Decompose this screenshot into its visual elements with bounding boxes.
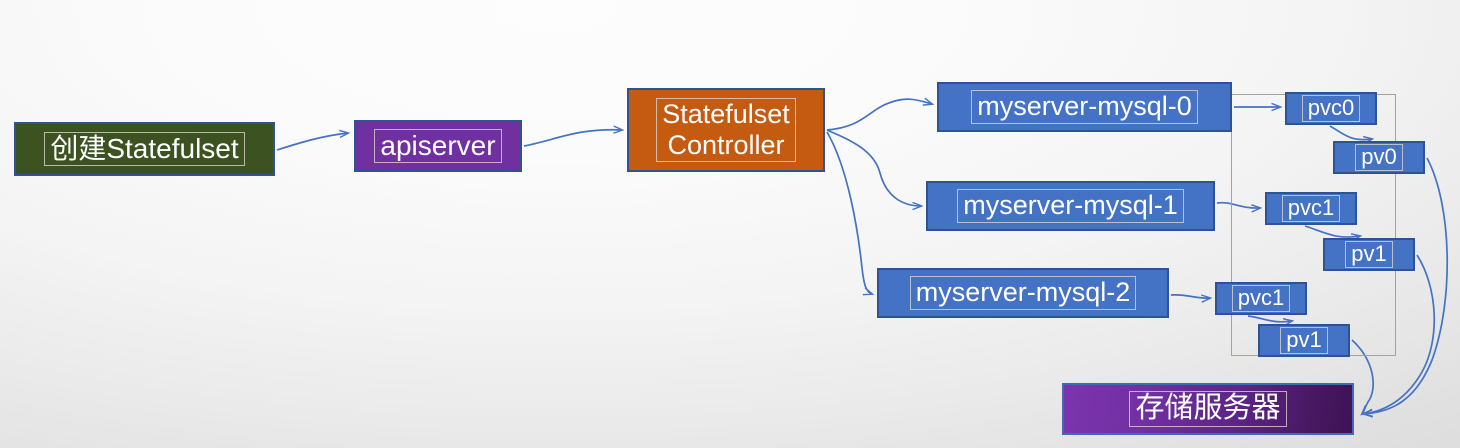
node-label-pv1-b: pv1: [1280, 326, 1328, 355]
node-myserver-mysql-2[interactable]: myserver-mysql-2: [877, 268, 1169, 318]
node-label-storage-server: 存储服务器: [1129, 391, 1287, 427]
edge-apiserver-to-controller: [523, 130, 622, 147]
node-pvc1-b[interactable]: pvc1: [1215, 282, 1307, 315]
node-pv1-b[interactable]: pv1: [1258, 324, 1350, 357]
node-pv0[interactable]: pv0: [1333, 141, 1425, 174]
node-label-pvc0: pvc0: [1301, 94, 1361, 123]
edge-controller-to-mysql0: [826, 99, 932, 131]
node-label-statefulset-controller: Statefulset Controller: [656, 98, 796, 162]
node-storage-server[interactable]: 存储服务器: [1062, 383, 1354, 435]
node-myserver-mysql-0[interactable]: myserver-mysql-0: [937, 82, 1232, 132]
node-label-pv1-a: pv1: [1345, 240, 1393, 269]
edge-create-to-apiserver: [276, 133, 348, 151]
node-pvc1-a[interactable]: pvc1: [1265, 192, 1357, 225]
node-label-myserver-mysql-2: myserver-mysql-2: [909, 276, 1137, 310]
node-pvc0[interactable]: pvc0: [1285, 92, 1377, 125]
node-apiserver[interactable]: apiserver: [354, 120, 522, 172]
node-label-pvc1-a: pvc1: [1281, 194, 1341, 223]
edge-controller-to-mysql1: [826, 129, 921, 206]
node-label-apiserver: apiserver: [374, 128, 502, 164]
node-create-statefulset[interactable]: 创建Statefulset: [14, 122, 275, 176]
node-statefulset-controller[interactable]: Statefulset Controller: [627, 88, 825, 172]
node-myserver-mysql-1[interactable]: myserver-mysql-1: [926, 181, 1215, 231]
node-label-pv0: pv0: [1355, 143, 1403, 172]
node-label-myserver-mysql-1: myserver-mysql-1: [957, 189, 1184, 223]
edge-controller-to-mysql2: [826, 131, 872, 294]
node-label-create-statefulset: 创建Statefulset: [44, 131, 245, 167]
node-pv1-a[interactable]: pv1: [1323, 238, 1415, 271]
edge-mysql2-to-pvc1b: [1170, 294, 1210, 298]
storage-group-box: [1231, 94, 1396, 356]
node-label-myserver-mysql-0: myserver-mysql-0: [971, 90, 1198, 124]
node-label-pvc1-b: pvc1: [1231, 284, 1291, 313]
